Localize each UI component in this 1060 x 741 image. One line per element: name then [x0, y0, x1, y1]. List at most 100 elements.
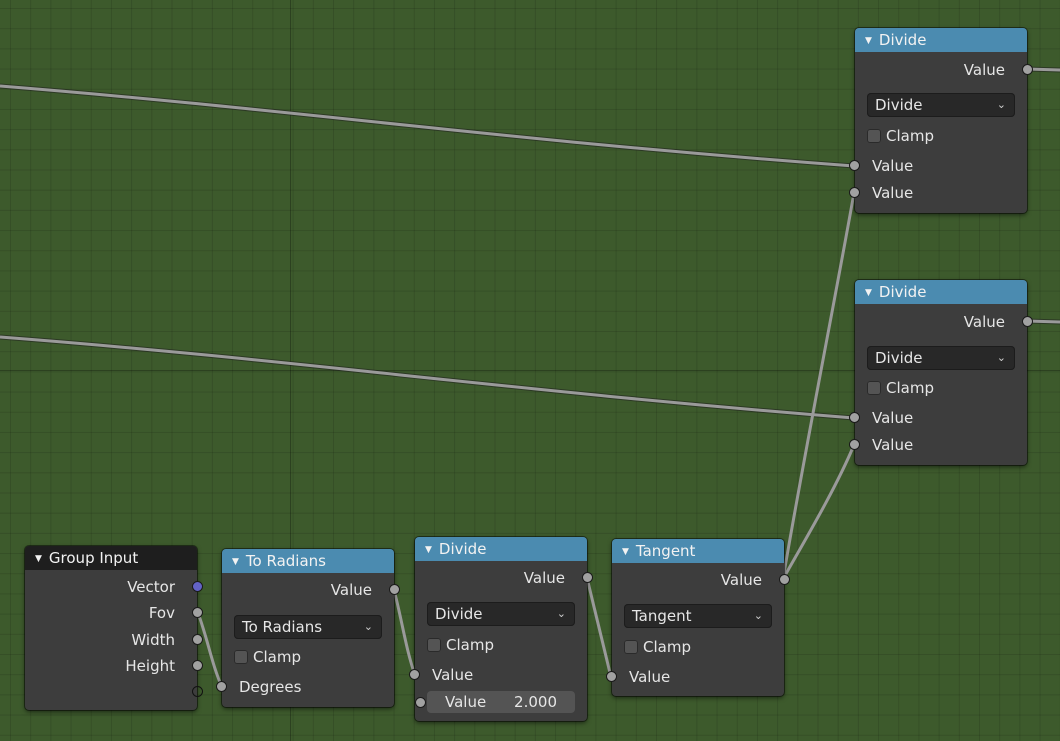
input-socket[interactable]: [849, 439, 860, 450]
vector-socket[interactable]: [192, 581, 203, 592]
output-socket[interactable]: [1022, 316, 1033, 327]
collapse-triangle-icon[interactable]: ▼: [425, 545, 432, 555]
output-socket-row-width: Width: [25, 629, 203, 651]
input-socket-row: Value: [849, 407, 1027, 429]
input-socket-row: Value: [849, 434, 1027, 456]
output-label: Fov: [148, 604, 175, 622]
input-socket[interactable]: [849, 412, 860, 423]
input-socket[interactable]: [606, 671, 617, 682]
node-header[interactable]: ▼ Divide: [855, 28, 1027, 52]
clamp-checkbox[interactable]: Clamp: [867, 378, 934, 398]
divide-node-middle[interactable]: ▼ Divide Value Divide ⌄ Clamp Value Value: [849, 280, 1033, 465]
link-tangent-to-divide-mid: [781, 444, 856, 580]
operation-value: Divide: [435, 605, 483, 623]
collapse-triangle-icon[interactable]: ▼: [232, 557, 239, 567]
link-left-to-divide-mid: [0, 335, 855, 420]
node-header[interactable]: ▼ Group Input: [25, 546, 197, 570]
link-tangent-to-divide-top: [781, 192, 856, 580]
node-title: Group Input: [48, 549, 139, 567]
checkbox-box[interactable]: [234, 650, 248, 664]
chevron-down-icon: ⌄: [996, 98, 1006, 111]
tangent-node[interactable]: ▼ Tangent Value Tangent ⌄ Clamp Value: [606, 539, 790, 696]
input-label: Value: [872, 409, 914, 427]
checkbox-box[interactable]: [624, 640, 638, 654]
input-socket-row: Value: [409, 664, 587, 686]
output-socket[interactable]: [192, 660, 203, 671]
operation-dropdown[interactable]: Divide ⌄: [427, 602, 575, 626]
output-label: Width: [131, 631, 175, 649]
link-fov-to-degrees: [196, 612, 224, 688]
operation-dropdown[interactable]: Tangent ⌄: [624, 604, 772, 628]
output-label: Vector: [127, 578, 175, 596]
input-label: Value: [432, 666, 474, 684]
output-socket-row: Value: [855, 59, 1033, 81]
collapse-triangle-icon[interactable]: ▼: [865, 36, 872, 46]
link-radians-to-divide: [392, 589, 417, 676]
output-socket[interactable]: [389, 584, 400, 595]
checkbox-box[interactable]: [867, 129, 881, 143]
output-label: Value: [963, 313, 1005, 331]
chevron-down-icon: ⌄: [753, 609, 763, 622]
input-socket[interactable]: [415, 697, 426, 708]
input-label: Value: [872, 436, 914, 454]
input-socket[interactable]: [409, 669, 420, 680]
node-title: Divide: [878, 31, 927, 49]
checkbox-box[interactable]: [427, 638, 441, 652]
collapse-triangle-icon[interactable]: ▼: [865, 288, 872, 298]
operation-dropdown[interactable]: To Radians ⌄: [234, 615, 382, 639]
operation-value: Tangent: [632, 607, 692, 625]
input-label: Degrees: [239, 678, 302, 696]
output-socket-row: Value: [415, 567, 593, 589]
input-socket-row: Value: [606, 666, 784, 688]
node-header[interactable]: ▼To Radians: [222, 549, 394, 573]
empty-socket[interactable]: [192, 686, 203, 697]
value-number-field[interactable]: Value 2.000: [415, 691, 575, 713]
input-socket-row: Degrees: [216, 676, 394, 698]
output-socket[interactable]: [582, 572, 593, 583]
operation-value: Divide: [875, 96, 923, 114]
clamp-label: Clamp: [446, 636, 494, 654]
output-label: Height: [125, 657, 175, 675]
output-socket-row-vector: Vector: [25, 576, 203, 598]
chevron-down-icon: ⌄: [996, 351, 1006, 364]
checkbox-box[interactable]: [867, 381, 881, 395]
field-value: 2.000: [514, 693, 557, 711]
output-socket[interactable]: [192, 607, 203, 618]
clamp-checkbox[interactable]: Clamp: [867, 126, 934, 146]
input-label: Value: [872, 157, 914, 175]
output-label: Value: [330, 581, 372, 599]
output-socket-row-empty: [25, 681, 203, 703]
output-socket[interactable]: [1022, 64, 1033, 75]
input-socket-row: Value: [849, 182, 1027, 204]
operation-dropdown[interactable]: Divide ⌄: [867, 346, 1015, 370]
input-socket[interactable]: [216, 681, 227, 692]
divide-node-top[interactable]: ▼ Divide Value Divide ⌄ Clamp Value Value: [849, 28, 1033, 213]
link-divide-to-tangent: [585, 577, 613, 678]
clamp-checkbox[interactable]: Clamp: [624, 637, 691, 657]
group-input-node[interactable]: ▼ Group Input Vector Fov Width Height: [25, 546, 203, 710]
clamp-label: Clamp: [886, 127, 934, 145]
output-socket-row: Value: [612, 569, 790, 591]
operation-dropdown[interactable]: Divide ⌄: [867, 93, 1015, 117]
collapse-triangle-icon[interactable]: ▼: [622, 547, 629, 557]
output-socket-row: Value: [855, 311, 1033, 333]
node-header[interactable]: ▼Divide: [415, 537, 587, 561]
node-header[interactable]: ▼ Tangent: [612, 539, 784, 563]
clamp-checkbox[interactable]: Clamp: [427, 635, 494, 655]
divide-node-bottom[interactable]: ▼Divide Value Divide ⌄ Clamp Value Value…: [409, 537, 593, 721]
chevron-down-icon: ⌄: [556, 607, 566, 620]
node-title: Divide: [878, 283, 927, 301]
collapse-triangle-icon[interactable]: ▼: [35, 554, 42, 564]
output-socket[interactable]: [192, 634, 203, 645]
output-socket[interactable]: [779, 574, 790, 585]
input-socket[interactable]: [849, 187, 860, 198]
input-socket[interactable]: [849, 160, 860, 171]
node-header[interactable]: ▼ Divide: [855, 280, 1027, 304]
clamp-checkbox[interactable]: Clamp: [234, 647, 301, 667]
output-label: Value: [523, 569, 565, 587]
node-title: Tangent: [635, 542, 696, 560]
to-radians-node[interactable]: ▼To Radians Value To Radians ⌄ Clamp Deg…: [216, 549, 400, 707]
clamp-label: Clamp: [253, 648, 301, 666]
output-socket-row: Value: [222, 579, 400, 601]
operation-value: Divide: [875, 349, 923, 367]
